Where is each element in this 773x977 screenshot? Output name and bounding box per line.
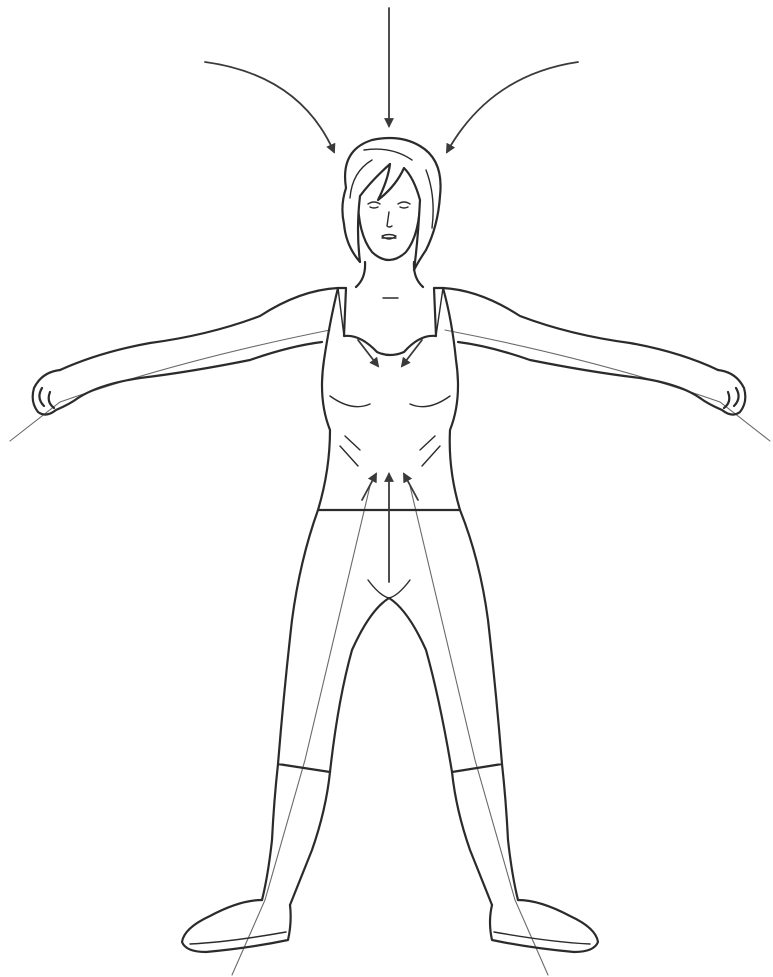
- right-arm-guide-line: [445, 330, 770, 441]
- alignment-guides: [10, 330, 770, 975]
- left-eye: [368, 202, 380, 208]
- neck: [356, 262, 423, 287]
- strap-left: [338, 288, 344, 336]
- right-arm: [443, 288, 718, 398]
- head-arrows: [205, 8, 578, 152]
- head: [342, 138, 440, 270]
- right-calf: [452, 764, 518, 905]
- strap-right: [436, 288, 443, 336]
- fold-left: [340, 436, 360, 466]
- legs: [262, 510, 518, 905]
- up-arrow-icon: [404, 474, 418, 500]
- right-hand: [700, 370, 745, 415]
- feet: [182, 900, 598, 952]
- hair: [342, 138, 440, 270]
- curved-arrow-icon: [447, 62, 578, 152]
- torso-arrows: [358, 340, 422, 582]
- face-outline: [358, 186, 420, 260]
- nose: [387, 212, 392, 227]
- mouth: [382, 235, 396, 240]
- neck-shoulders: [356, 262, 423, 298]
- curved-arrow-icon: [205, 62, 334, 152]
- right-eye: [398, 202, 410, 208]
- up-arrow-icon: [362, 474, 376, 500]
- left-arm-guide-line: [10, 330, 330, 441]
- left-hand: [33, 370, 78, 415]
- left-arm: [60, 288, 338, 398]
- left-calf: [262, 764, 330, 905]
- bust-line: [330, 396, 450, 407]
- fold-right: [420, 436, 440, 466]
- arms: [33, 288, 746, 415]
